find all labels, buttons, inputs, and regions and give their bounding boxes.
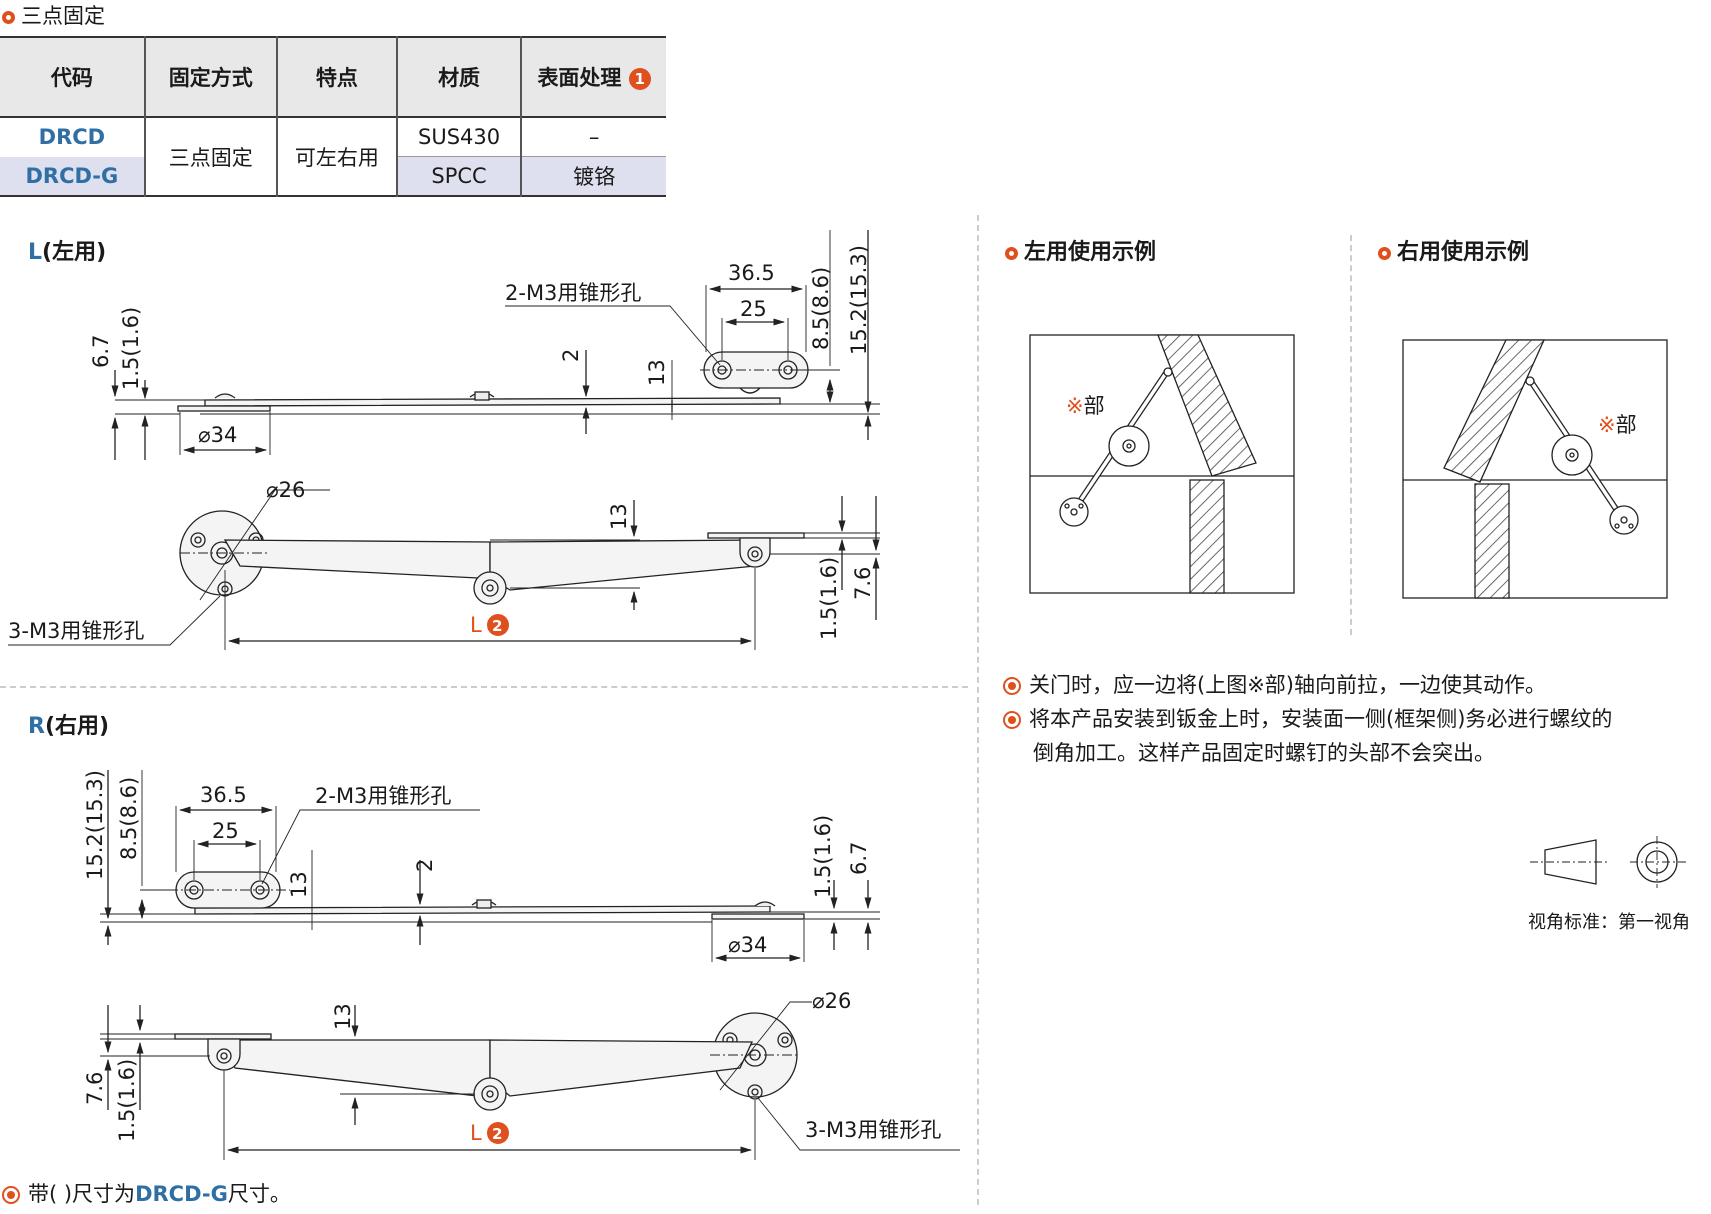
dim-13: 13 (287, 871, 311, 898)
note-bullet-icon (2, 1186, 20, 1204)
left-view-letter: L (28, 240, 43, 265)
spec-table: 代码 固定方式 特点 材质 表面处理 1 DRCD 三点固定 可左右用 SUS4… (0, 36, 666, 197)
dim-L: L (470, 1121, 482, 1145)
left-hole-note: 2-M3用锥形孔 (505, 281, 641, 305)
horizontal-divider (0, 686, 968, 688)
bullet-ring-icon (2, 10, 15, 24)
left-use-example (1029, 334, 1295, 594)
section-title-text: 三点固定 (21, 4, 105, 28)
dim-1-5: 1.5(1.6) (811, 815, 835, 898)
note-2-cont: 倒角加工。这样产品固定时螺钉的头部不会突出。 (1033, 741, 1495, 765)
dim-L: L (470, 613, 482, 637)
left-example-mark-text: 部 (1084, 394, 1105, 418)
usage-notes: 关门时，应一边将(上图※部)轴向前拉，一边使其动作。 将本产品安装到钣金上时，安… (1003, 668, 1703, 770)
dim-15-2: 15.2(15.3) (847, 245, 871, 355)
note-2-text-a: 将本产品安装到钣金上时，安装面一侧(框架侧)务必进行螺纹的 (1029, 707, 1613, 731)
note-bullet-icon (1003, 711, 1021, 729)
header-material: 材质 (395, 37, 522, 117)
dim-d26: ⌀26 (266, 478, 305, 502)
dim-13-plan: 13 (331, 1003, 355, 1030)
dim-8-5: 8.5(8.6) (117, 777, 141, 860)
left-example-title: 左用使用示例 (1005, 234, 1156, 266)
dim-15-2: 15.2(15.3) (83, 770, 107, 880)
footnote-code: DRCD-G (135, 1182, 228, 1206)
note-1-text: 关门时，应一边将(上图※部)轴向前拉，一边使其动作。 (1029, 673, 1546, 697)
dim-2: 2 (413, 859, 437, 872)
spec-header-row: 代码 固定方式 特点 材质 表面处理 1 (0, 37, 666, 117)
note-badge-2 (487, 614, 509, 636)
material-cell: SPCC (395, 156, 522, 196)
dim-7-6: 7.6 (851, 567, 875, 600)
surface-cell: – (520, 117, 666, 157)
surface-cell: 镀铬 (520, 156, 666, 196)
left-view-label: L(左用) (28, 234, 106, 266)
note-badge-2 (487, 1122, 509, 1144)
footnote: 带( )尺寸为DRCD-G尺寸。 (2, 1178, 291, 1208)
footnote-pre: 带( )尺寸为 (28, 1182, 136, 1206)
bullet-ring-icon (1378, 246, 1391, 260)
note-2: 将本产品安装到钣金上时，安装面一侧(框架侧)务必进行螺纹的 (1003, 702, 1703, 736)
dim-d26: ⌀26 (812, 989, 851, 1013)
code-cell: DRCD (38, 125, 106, 150)
footnote-post: 尺寸。 (227, 1182, 291, 1206)
dim-25: 25 (212, 819, 239, 843)
dim-6-7: 6.7 (89, 335, 113, 368)
header-mount: 固定方式 (143, 37, 277, 117)
dim-1-5-plan: 1.5(1.6) (115, 1059, 139, 1142)
right-plan-view (100, 1001, 960, 1160)
material-cell: SUS430 (395, 117, 522, 157)
badge-2-text: 2 (492, 617, 502, 635)
code-cell: DRCD-G (0, 156, 145, 196)
right-side-view (100, 770, 880, 962)
feature-cell: 可左右用 (275, 117, 397, 196)
note-badge-1: 1 (628, 68, 651, 90)
vertical-divider (977, 215, 979, 1205)
left-hole3-note: 3-M3用锥形孔 (8, 619, 144, 643)
dim-7-6: 7.6 (83, 1072, 107, 1105)
left-view-text: (左用) (42, 240, 107, 265)
dim-36-5: 36.5 (200, 783, 247, 807)
mount-cell: 三点固定 (143, 117, 277, 196)
left-plan-view (8, 489, 880, 650)
header-code: 代码 (0, 37, 145, 117)
dim-8-5: 8.5(8.6) (809, 267, 833, 350)
badge-2-text: 2 (492, 1125, 502, 1143)
header-feature: 特点 (275, 37, 397, 117)
left-side-view (111, 230, 880, 460)
right-example-mark-text: 部 (1616, 413, 1637, 437)
dim-36-5: 36.5 (728, 261, 775, 285)
dim-1-5: 1.5(1.6) (119, 307, 143, 390)
note-bullet-icon (1003, 677, 1021, 695)
left-example-mark: ※部 (1066, 394, 1105, 418)
bullet-ring-icon (1005, 246, 1018, 260)
right-view-letter: R (28, 714, 45, 739)
dim-25: 25 (740, 297, 767, 321)
right-hole-note: 2-M3用锥形孔 (315, 784, 451, 808)
dim-13: 13 (645, 359, 669, 386)
header-surface: 表面处理 1 (520, 37, 666, 117)
example-divider (1350, 235, 1352, 635)
dim-1-5-plan: 1.5(1.6) (817, 557, 841, 640)
right-view-text: (右用) (44, 714, 110, 739)
right-example-title-text: 右用使用示例 (1397, 240, 1530, 265)
right-hole3-note: 3-M3用锥形孔 (805, 1118, 941, 1142)
first-angle-projection-icon (1530, 836, 1686, 888)
header-surface-text: 表面处理 (537, 66, 622, 90)
dim-d34: ⌀34 (198, 423, 237, 447)
table-row: DRCD 三点固定 可左右用 SUS430 – (0, 117, 666, 196)
right-view-label: R(右用) (28, 708, 109, 740)
note-1: 关门时，应一边将(上图※部)轴向前拉，一边使其动作。 (1003, 668, 1703, 702)
dim-6-7: 6.7 (847, 842, 871, 875)
right-example-mark: ※部 (1598, 413, 1637, 437)
left-example-title-text: 左用使用示例 (1024, 240, 1157, 265)
dim-2: 2 (559, 349, 583, 362)
right-use-example (1402, 339, 1668, 599)
right-example-title: 右用使用示例 (1378, 234, 1529, 266)
section-title: 三点固定 (2, 0, 105, 30)
dim-13-plan: 13 (607, 503, 631, 530)
dim-d34: ⌀34 (728, 933, 767, 957)
projection-caption: 视角标准：第一视角 (1528, 912, 1690, 933)
